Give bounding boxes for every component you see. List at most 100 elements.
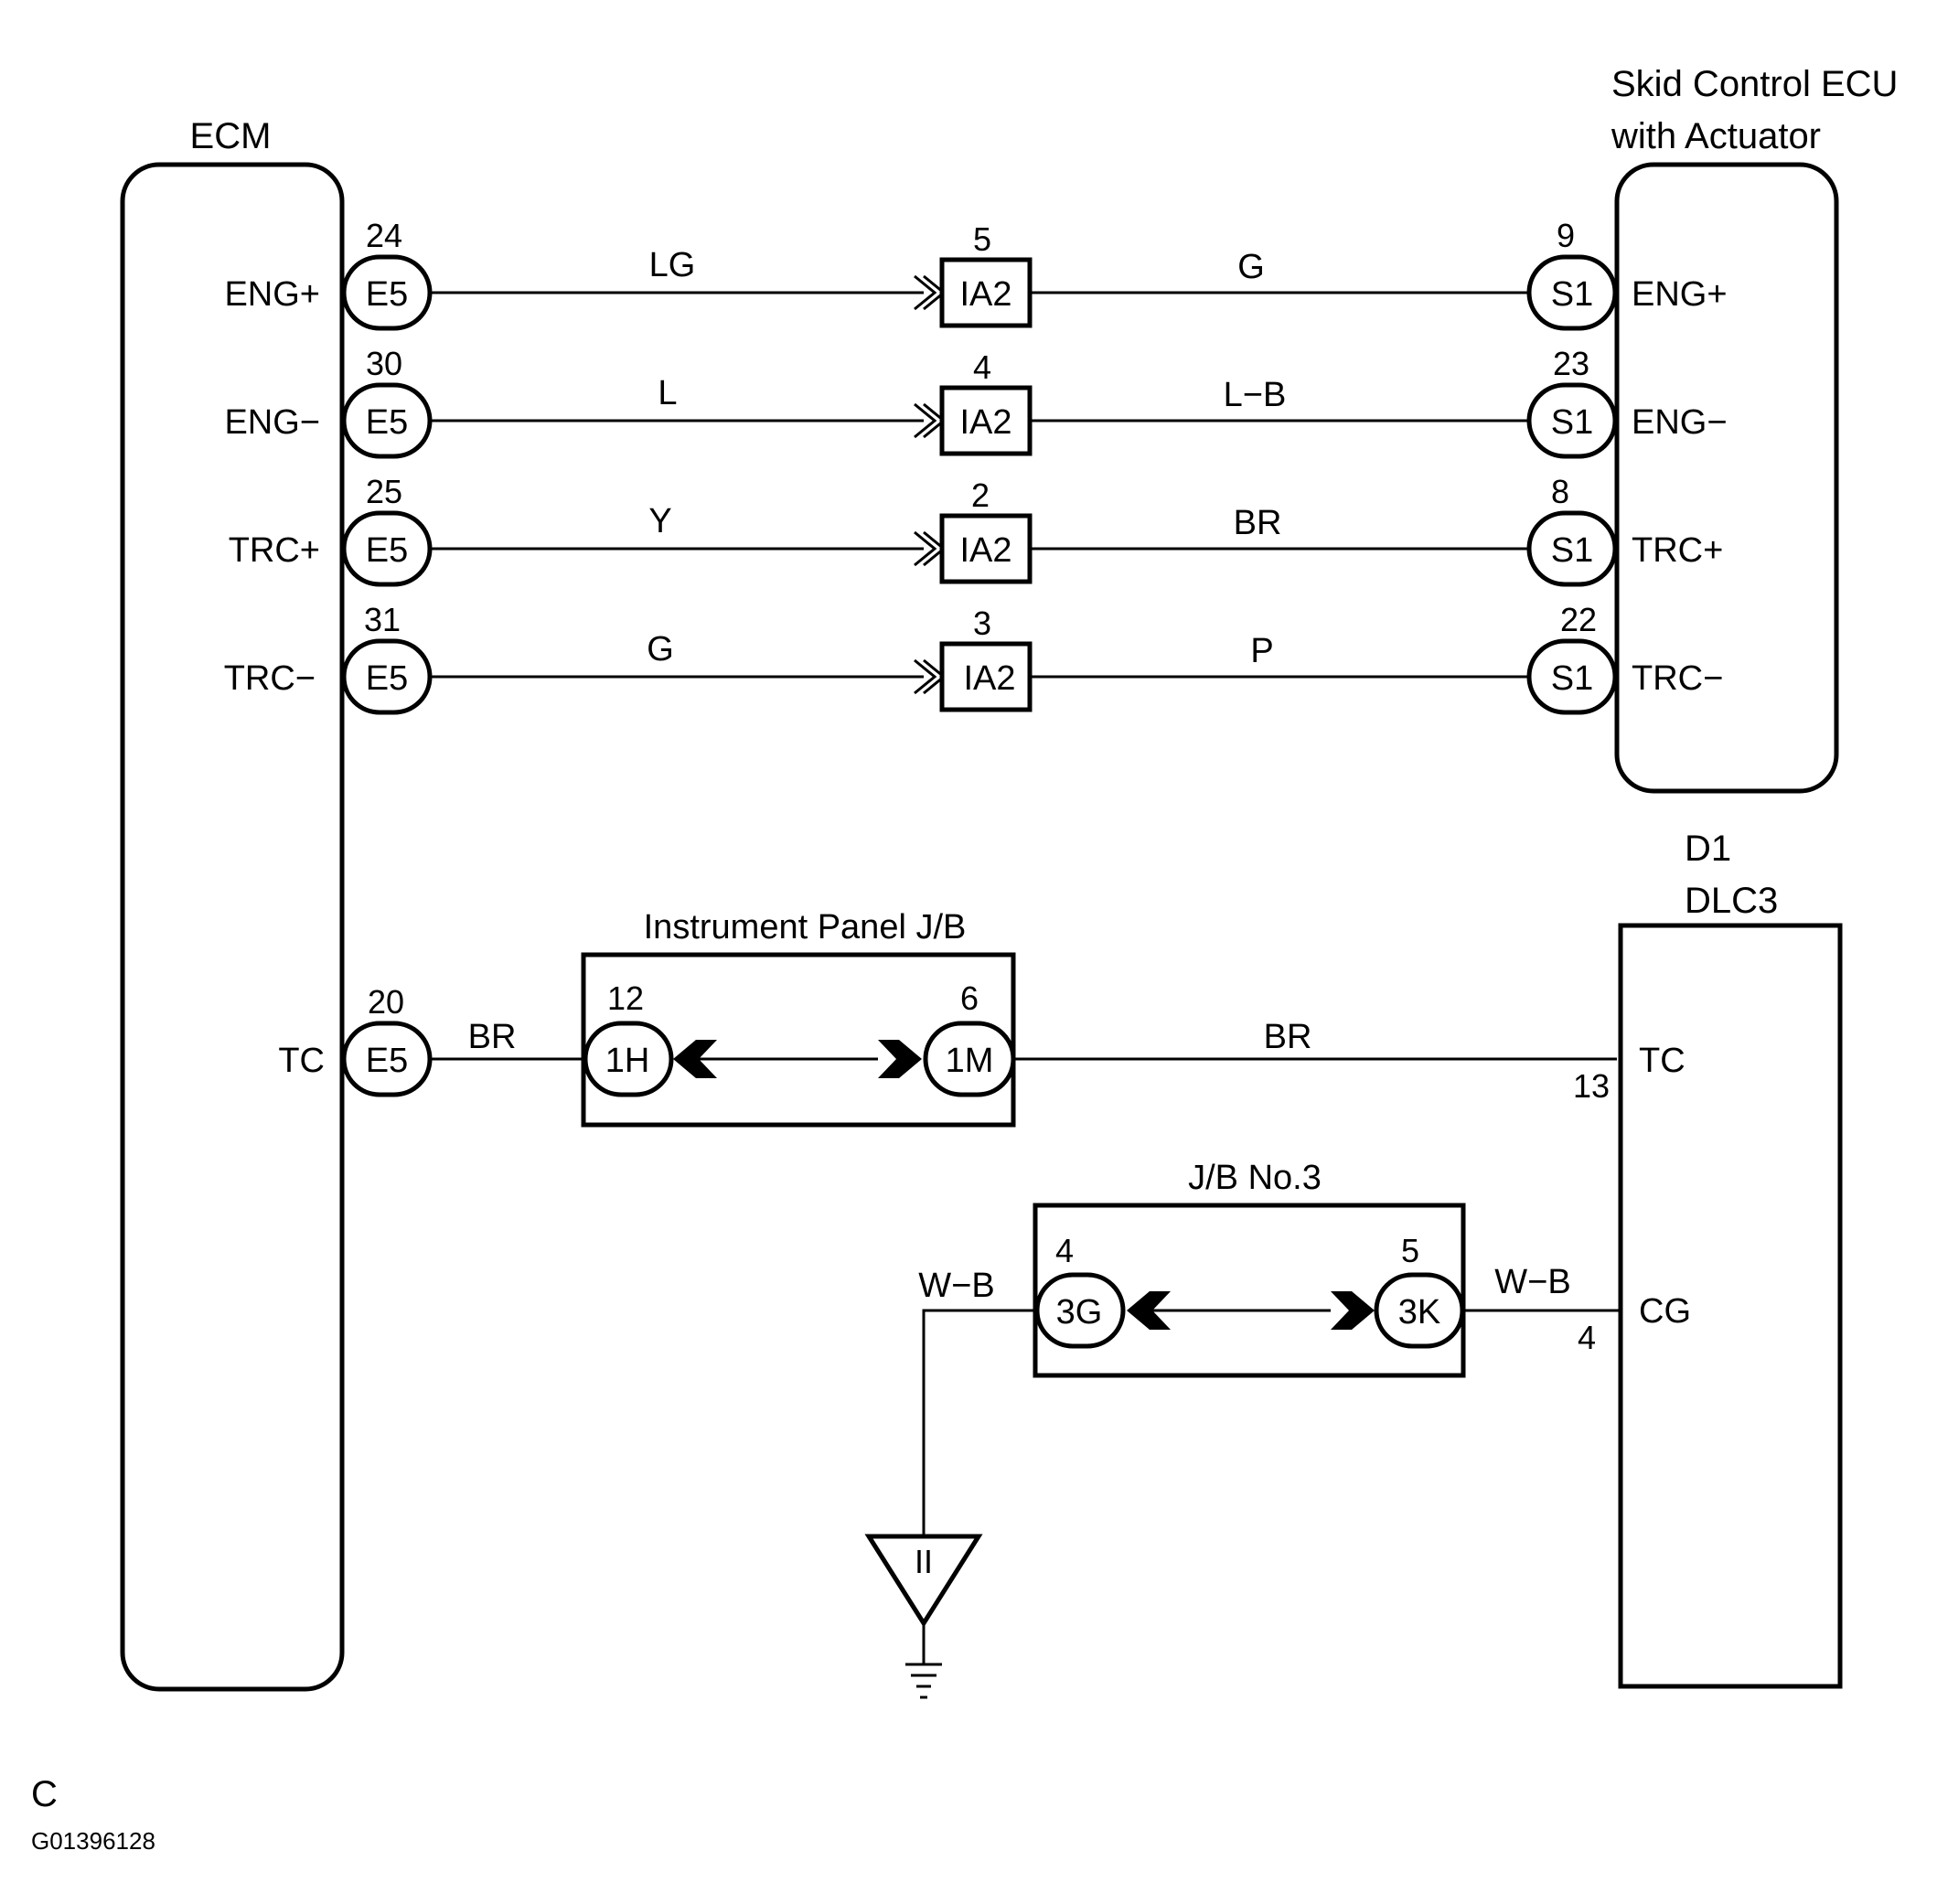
wire-right-color: P (1250, 632, 1273, 670)
jb-1h-label: 1H (605, 1042, 650, 1080)
wire-left-color: Y (648, 502, 671, 540)
ecm-signal-label: ENG+ (224, 275, 320, 314)
tc-ecm-connector-label: E5 (366, 1042, 408, 1080)
wire-right-color: G (1237, 248, 1265, 286)
jb-3k-arrow-icon (1331, 1291, 1375, 1330)
signal-row-eng-plus: E5 24 ENG+ LG IA2 5 G S1 9 ENG+ (224, 217, 1728, 331)
dlc3-tc-label: TC (1639, 1042, 1686, 1080)
ia-connector-box (939, 257, 1033, 328)
ecu-signal-label: ENG+ (1632, 275, 1728, 314)
ia-pin-number: 4 (973, 348, 991, 386)
ecu-pin-number: 23 (1553, 345, 1589, 382)
instrument-panel-jb-title: Instrument Panel J/B (644, 908, 967, 947)
ecu-signal-label: TRC+ (1632, 531, 1723, 570)
jb-3k-label: 3K (1398, 1293, 1440, 1332)
jb-1h-pin-number: 12 (607, 979, 644, 1017)
ecm-connector-label: E5 (366, 531, 408, 570)
cg-row: W−B W−B J/B No.3 3G 4 3K 5 II (864, 1159, 1621, 1699)
ecm-pin-connector (341, 510, 433, 587)
jb-1h-connector (583, 1021, 674, 1097)
ecu-connector-label: S1 (1551, 531, 1593, 570)
ecu-pin-connector (1526, 510, 1618, 587)
cg-wire-left-color: W−B (918, 1267, 994, 1305)
tc-row: E5 20 TC BR Instrument Panel J/B 1H 12 1… (278, 908, 1617, 1128)
tc-ecm-signal-label: TC (278, 1042, 325, 1080)
ecm-pin-number: 25 (366, 473, 402, 510)
signal-row-eng-minus: E5 30 ENG− L IA2 4 L−B S1 23 ENG− (224, 345, 1728, 459)
ecu-pin-number: 8 (1551, 473, 1569, 510)
ecu-signal-label: ENG− (1632, 403, 1728, 442)
ecm-pin-number: 31 (364, 601, 401, 638)
instrument-panel-jb-box (581, 952, 1016, 1128)
dlc3-title-line1: D1 (1685, 829, 1731, 869)
wire-left-color: G (647, 630, 674, 669)
wire-right-color: L−B (1224, 376, 1287, 414)
ia-connector-box (939, 513, 1033, 584)
footer-code: G01396128 (31, 1827, 155, 1855)
ia-connector-box (939, 641, 1033, 712)
jb-3k-pin-number: 5 (1401, 1232, 1419, 1269)
ecu-signal-label: TRC− (1632, 659, 1723, 698)
ecm-signal-label: TRC− (224, 659, 316, 698)
ia-connector-label: IA2 (959, 531, 1011, 570)
instrument-panel-jb: Instrument Panel J/B 1H 12 1M 6 (581, 908, 1016, 1128)
dlc3-cg-label: CG (1639, 1292, 1691, 1331)
ground-point: II (864, 1534, 983, 1699)
ecm-title: ECM (190, 116, 272, 156)
ecm-connector-label: E5 (366, 275, 408, 314)
ecm-signal-label: TRC+ (229, 531, 320, 570)
ecu-pin-connector (1526, 254, 1618, 331)
ecu-pin-number: 22 (1560, 601, 1597, 638)
ecm-pin-connector (341, 254, 433, 331)
tc-ecm-pin-connector (341, 1021, 433, 1097)
ecm-signal-label: ENG− (224, 403, 320, 442)
jb-3g-connector (1034, 1272, 1126, 1349)
signal-row-trc-minus: E5 31 TRC− G IA2 3 P S1 22 TRC− (224, 601, 1723, 715)
wire-right-color: BR (1234, 504, 1282, 542)
ecm-connector-label: E5 (366, 659, 408, 698)
ia-connector-label: IA2 (959, 275, 1011, 314)
footer-letter: C (31, 1774, 58, 1814)
ground-triangle-icon (864, 1534, 983, 1628)
ecm-body (120, 162, 345, 1692)
wire-left-color: LG (649, 246, 696, 284)
dlc3-component: D1 DLC3 TC 13 CG 4 (1573, 829, 1843, 1689)
tc-wire-left-color: BR (468, 1018, 517, 1056)
jb-3k-connector (1374, 1272, 1465, 1349)
jb-no3: J/B No.3 3G 4 3K 5 (1033, 1159, 1466, 1378)
ecm-pin-number: 24 (366, 217, 402, 254)
jb-1m-label: 1M (946, 1042, 994, 1080)
dlc3-cg-pin-number: 4 (1578, 1319, 1596, 1356)
cg-wire-to-ground (922, 1309, 1035, 1536)
ecu-pin-connector (1526, 638, 1618, 715)
ia-pin-number: 2 (971, 476, 990, 514)
jb-3g-pin-number: 4 (1055, 1232, 1074, 1269)
skid-control-ecu-component: Skid Control ECU with Actuator (1611, 64, 1898, 794)
ia-connector-label: IA2 (959, 403, 1011, 442)
jb-1m-pin-number: 6 (960, 979, 979, 1017)
cg-wire-right-color: W−B (1494, 1263, 1570, 1301)
wire-left-color: L (658, 374, 677, 412)
ia-connector-label: IA2 (963, 659, 1015, 698)
ia-pin-number: 5 (973, 220, 991, 258)
ecu-pin-connector (1526, 382, 1618, 459)
ecm-pin-connector (341, 382, 433, 459)
ecu-pin-number: 9 (1557, 217, 1575, 254)
dlc3-tc-pin-number: 13 (1573, 1067, 1610, 1105)
ecu-connector-label: S1 (1551, 659, 1593, 698)
ecu-connector-label: S1 (1551, 403, 1593, 442)
jb-no3-title: J/B No.3 (1188, 1159, 1322, 1197)
ia-connector-box (939, 385, 1033, 456)
signal-row-trc-plus: E5 25 TRC+ Y IA2 2 BR S1 8 TRC+ (229, 473, 1723, 587)
jb-no3-box (1033, 1203, 1466, 1378)
ground-label: II (915, 1543, 933, 1580)
skid-ecu-title-line1: Skid Control ECU (1611, 64, 1898, 104)
jb-1h-arrow-icon (673, 1040, 717, 1078)
tc-wire-right-color: BR (1264, 1018, 1312, 1056)
dlc3-title-line2: DLC3 (1685, 881, 1778, 921)
jb-1m-arrow-icon (878, 1040, 922, 1078)
ecm-pin-number: 30 (366, 345, 402, 382)
ecm-component: ECM (120, 116, 345, 1692)
ia-pin-number: 3 (973, 604, 991, 642)
